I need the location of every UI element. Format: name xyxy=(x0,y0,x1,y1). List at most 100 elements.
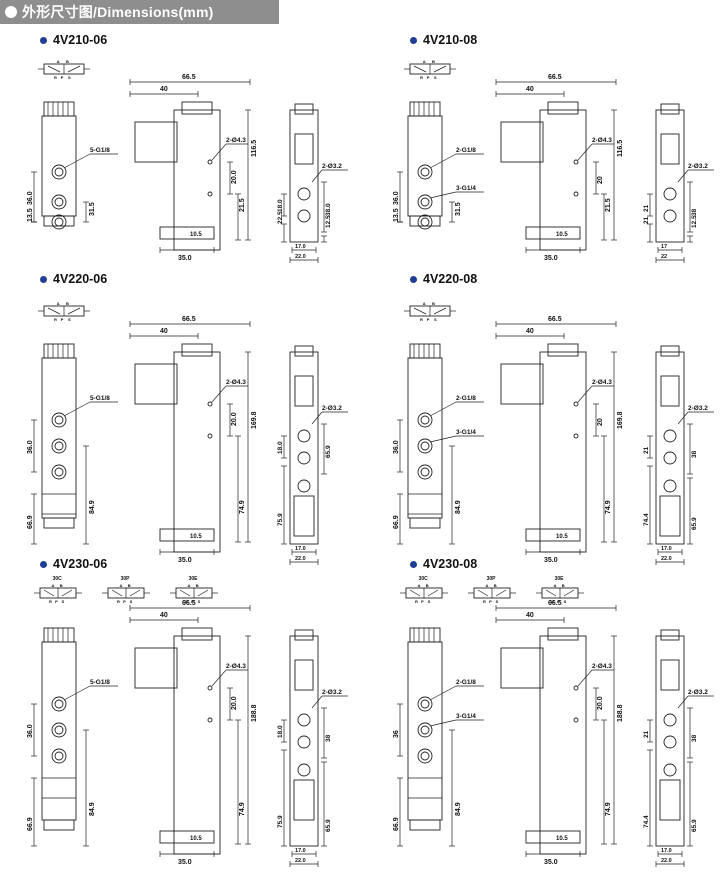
port-p-text: P xyxy=(61,75,64,80)
dim-width-text: 66.5 xyxy=(548,600,562,607)
front-view: 5-G1/836.066.984.9 xyxy=(27,343,118,545)
side-top-cap xyxy=(547,343,579,357)
end-hole-text: 2-Ø3.2 xyxy=(688,163,708,170)
mount-hole xyxy=(573,401,579,407)
port-p-text: P xyxy=(421,599,424,604)
mount-hole xyxy=(207,401,213,407)
port-circle xyxy=(51,696,67,712)
port-s-text: S xyxy=(428,599,431,604)
mount-hole xyxy=(207,685,213,691)
port-a-text: A xyxy=(423,59,426,64)
side-hole-text: 2-Ø4.3 xyxy=(226,379,246,386)
dim-r-a-text: 18.0 xyxy=(277,725,284,738)
port-circle xyxy=(417,214,433,230)
port-leader xyxy=(63,153,91,169)
dim-r-c-text: 75.9 xyxy=(277,815,284,828)
bullet-icon xyxy=(40,36,47,44)
dim-body-width-text: 35.0 xyxy=(178,557,192,564)
valve-symbol-30e-arrow xyxy=(179,589,191,597)
end-lower-window xyxy=(293,779,315,821)
port-circle xyxy=(417,464,433,480)
port-leader xyxy=(63,401,91,417)
port-p-text: P xyxy=(427,317,430,322)
dim-base-text: 74.9 xyxy=(605,500,612,514)
dim-foot-text: 10.5 xyxy=(190,836,202,842)
port-r-text: R xyxy=(415,599,418,604)
dim-left-a-text: 36.0 xyxy=(393,440,400,454)
port-b-text: B xyxy=(432,301,435,306)
port-circle xyxy=(51,438,67,454)
dim-left-b-text: 66.9 xyxy=(27,515,34,529)
front-view: 5-G1/836.066.984.9 xyxy=(27,627,118,847)
dim-body-width-text: 35.0 xyxy=(178,255,192,262)
port-inner xyxy=(420,441,430,451)
dim-height-text: 116.5 xyxy=(251,140,258,157)
dim-spacing-text: 20.0 xyxy=(231,696,238,710)
front-body xyxy=(407,115,443,217)
valve-symbol-30e-label: 30E xyxy=(189,576,199,582)
port-circle xyxy=(417,194,433,210)
end-port xyxy=(663,713,677,727)
solenoid-coil xyxy=(500,363,544,405)
side-body xyxy=(539,635,587,855)
front-top-cap xyxy=(43,101,75,117)
side-top-cap xyxy=(181,101,213,115)
port-label-text: 2-G1/8 xyxy=(456,395,476,402)
port-p-text: P xyxy=(191,599,194,604)
end-body xyxy=(289,109,319,243)
mount-hole xyxy=(573,433,579,439)
dim-r-b-text: 38.0 xyxy=(325,203,332,216)
port-s-text: S xyxy=(62,599,65,604)
dim-foot-text: 10.5 xyxy=(190,534,202,540)
dim-r-f-text: 22.0 xyxy=(295,254,306,260)
dim-r-f-text: 22.0 xyxy=(661,556,672,562)
dim-width-text: 66.5 xyxy=(182,600,196,607)
port-circle xyxy=(417,722,433,738)
valve-symbol-30p-label: 30P xyxy=(121,576,131,582)
port2-label-text: 3-G1/4 xyxy=(456,429,476,436)
model-label-4v210-06: 4V210-06 xyxy=(40,33,107,47)
dim-r-f-text: 22.0 xyxy=(661,858,672,864)
port2-label-text: 3-G1/4 xyxy=(456,713,476,720)
solenoid-coil xyxy=(500,647,544,689)
dim-r-d-text: 12.5 xyxy=(691,215,698,228)
end-body xyxy=(655,351,685,545)
port2-leader xyxy=(429,435,457,443)
dim-r-c-text: 21 xyxy=(643,216,650,224)
port-inner xyxy=(54,415,64,425)
port-label-text: 5-G1/8 xyxy=(90,679,110,686)
port-circle xyxy=(51,464,67,480)
valve-symbol-30c-arrow xyxy=(409,589,421,597)
end-port xyxy=(297,735,311,749)
port-circle xyxy=(51,214,67,230)
dim-r-e-text: 17.0 xyxy=(661,546,672,552)
port-r-text: R xyxy=(117,599,120,604)
dim-spacing-text: 20.0 xyxy=(597,696,604,710)
port-s-text: S xyxy=(198,599,201,604)
dim-left-a-text: 36.0 xyxy=(27,191,34,205)
dim-r-f-text: 22.0 xyxy=(295,556,306,562)
port-s-text: S xyxy=(434,317,437,322)
solenoid-coil xyxy=(134,121,178,163)
port-circle xyxy=(51,748,67,764)
port-a-text: A xyxy=(52,583,55,588)
front-body xyxy=(407,641,443,821)
mount-hole xyxy=(573,685,579,691)
end-port xyxy=(297,429,311,443)
dim-height-text: 169.8 xyxy=(251,411,258,429)
end-hole-text: 2-Ø3.2 xyxy=(688,405,708,412)
dim-height-text: 169.8 xyxy=(617,411,624,429)
dim-r-d-text: 65.9 xyxy=(691,819,698,832)
valve-symbol-arrow xyxy=(67,307,81,315)
dim-foot-text: 10.5 xyxy=(190,232,202,238)
front-bottom-cap xyxy=(409,517,441,529)
port-inner xyxy=(420,167,430,177)
